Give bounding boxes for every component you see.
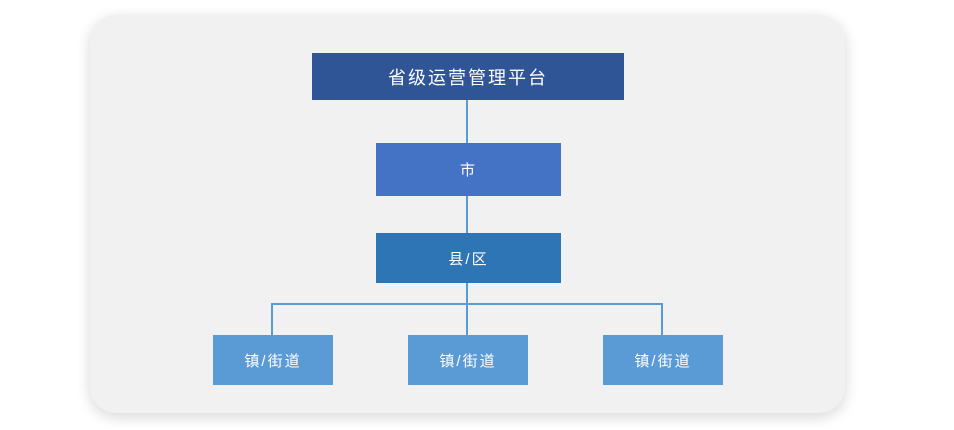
org-node-county: 县/区 [376, 233, 561, 283]
connector-city-county [466, 196, 468, 233]
org-node-town-1-label: 镇/街道 [244, 352, 302, 370]
connector-province-city [466, 100, 468, 143]
org-node-province-label: 省级运营管理平台 [388, 67, 548, 88]
connector-drop-town-1 [271, 303, 273, 335]
org-node-city: 市 [376, 143, 561, 196]
org-node-town-3-label: 镇/街道 [634, 352, 692, 370]
connector-drop-town-2 [466, 303, 468, 335]
org-node-town-3: 镇/街道 [603, 335, 723, 385]
org-chart-card: 省级运营管理平台 市 县/区 镇/街道 镇/街道 镇/街道 [90, 15, 845, 413]
org-node-town-2-label: 镇/街道 [439, 352, 497, 370]
org-node-town-1: 镇/街道 [213, 335, 333, 385]
connector-drop-town-3 [661, 303, 663, 335]
org-node-province: 省级运营管理平台 [312, 53, 624, 100]
org-node-county-label: 县/区 [448, 250, 489, 268]
connector-county-stem [466, 283, 468, 303]
org-node-city-label: 市 [459, 162, 477, 179]
org-node-town-2: 镇/街道 [408, 335, 528, 385]
